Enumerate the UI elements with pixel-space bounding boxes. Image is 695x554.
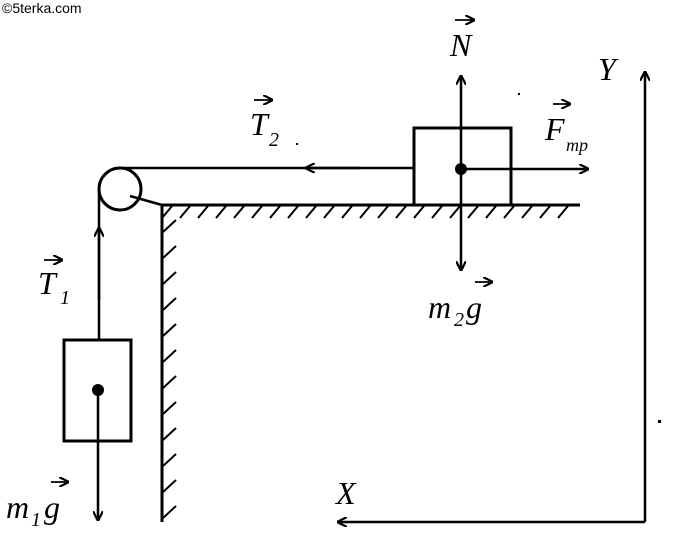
svg-text:T: T [250, 106, 270, 142]
svg-text:1: 1 [60, 287, 70, 309]
label-friction-force: F тр [544, 104, 588, 155]
svg-text:2: 2 [269, 129, 279, 151]
block-top [412, 126, 513, 207]
rope [97, 166, 414, 340]
svg-text:g: g [44, 489, 60, 525]
svg-text:F: F [544, 111, 565, 147]
svg-text:тр: тр [566, 135, 588, 155]
svg-text:2: 2 [454, 309, 464, 331]
svg-text:N: N [449, 27, 473, 63]
table-wall [160, 205, 177, 522]
table-surface [161, 203, 580, 219]
svg-text:1: 1 [31, 509, 41, 531]
label-tension-top: T 2 [250, 100, 279, 151]
svg-text:m: m [428, 289, 451, 325]
label-weight-top: m 2 g [428, 282, 492, 331]
scan-speck [518, 93, 520, 95]
label-axis-x: X [334, 475, 357, 511]
watermark: ©5terka.com [2, 0, 82, 16]
label-normal-force: N [449, 20, 474, 63]
label-weight-hanging: m 1 g [6, 482, 68, 531]
label-tension-left: T 1 [38, 260, 70, 309]
svg-text:T: T [38, 265, 58, 301]
label-axis-y: Y [598, 51, 619, 87]
scan-speck [296, 143, 298, 145]
svg-text:m: m [6, 489, 29, 525]
scan-speck [658, 420, 661, 423]
pulley [97, 166, 163, 212]
svg-text:g: g [466, 289, 482, 325]
